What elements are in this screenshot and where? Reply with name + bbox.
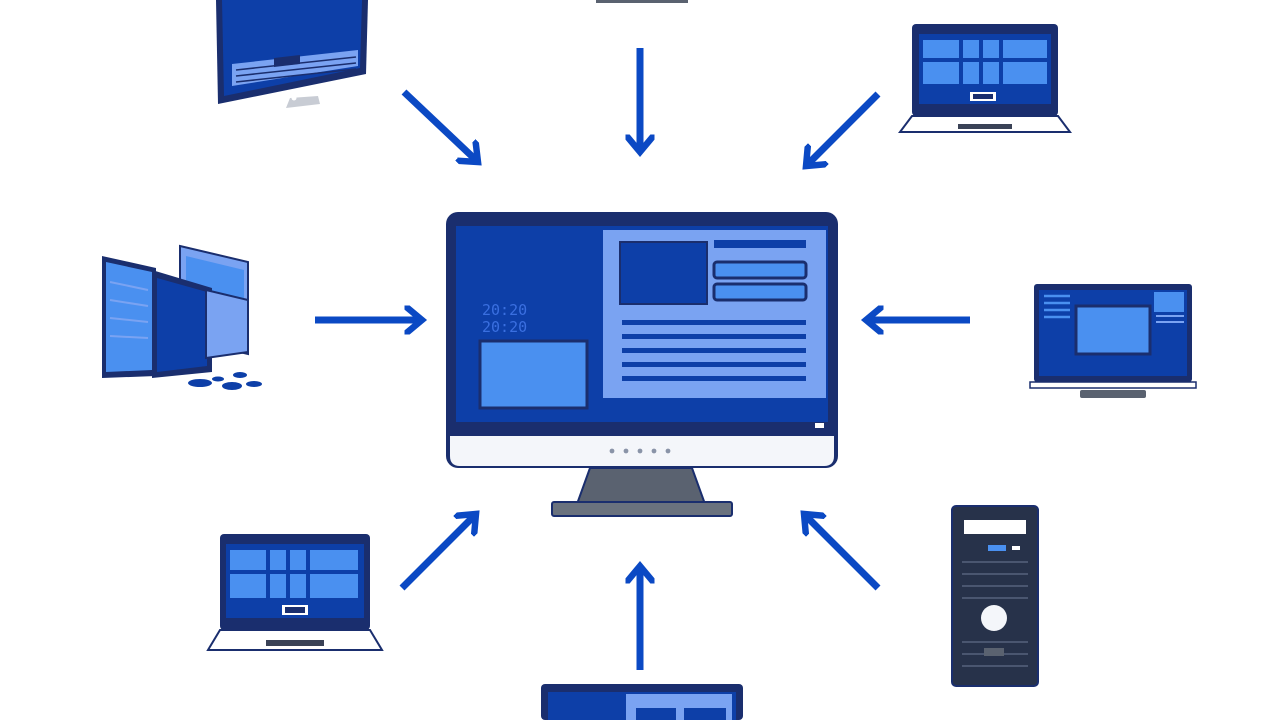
- arrow-bottom-left: [399, 514, 476, 591]
- screen-clock-line-2: 20:20: [482, 318, 527, 336]
- arrow-top-right: [806, 91, 881, 166]
- arrow-bottom-right: [804, 514, 881, 591]
- laptop-icon: [541, 684, 743, 720]
- panel-header-bar: [714, 240, 806, 248]
- desktop-monitor-icon: [216, 0, 368, 108]
- tower-pc-icon: [951, 505, 1039, 687]
- partial-top-device: [596, 0, 688, 3]
- multi-screen-icon: [102, 244, 262, 390]
- monitor-stand: [575, 467, 707, 505]
- screen-indicator: [815, 423, 824, 428]
- laptop-icon: [206, 534, 384, 651]
- monitor-base: [551, 501, 733, 517]
- screen-clock-line-1: 20:20: [482, 301, 527, 319]
- screen-window-tile: [478, 339, 589, 410]
- panel-text-lines: [622, 320, 806, 381]
- panel-input-field-2: [712, 282, 808, 302]
- arrows: [315, 48, 970, 670]
- central-monitor: 20:20 20:20: [446, 212, 838, 517]
- panel-input-field-1: [712, 260, 808, 280]
- monitor-buttons: [609, 448, 671, 454]
- laptop-icon: [1029, 284, 1197, 398]
- arrow-top-left: [401, 89, 478, 162]
- panel-image-block: [619, 241, 708, 305]
- laptop-icon: [898, 24, 1072, 133]
